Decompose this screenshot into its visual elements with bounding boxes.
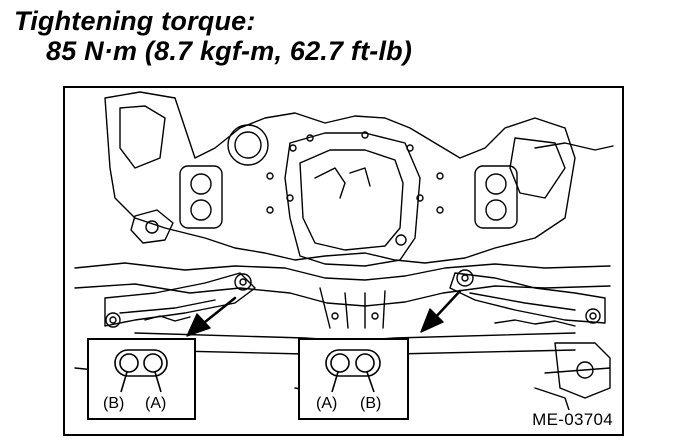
left-bolt-inset: (B) (A): [87, 338, 196, 420]
left-inset-label-b: (B): [103, 395, 125, 412]
torque-heading: Tightening torque: 85 N·m (8.7 kgf-m, 62…: [14, 6, 412, 66]
torque-title: Tightening torque:: [14, 6, 256, 36]
torque-value: 85 N·m (8.7 kgf-m, 62.7 ft-lb): [46, 36, 413, 66]
right-bolt-inset: (A) (B): [298, 338, 409, 420]
engine-underside-drawing: [74, 91, 614, 429]
left-bolt-pair-drawing: [114, 349, 168, 393]
right-inset-label-a: (A): [316, 395, 338, 412]
left-inset-label-a: (A): [145, 395, 167, 412]
right-inset-label-b: (B): [360, 395, 382, 412]
diagram-frame: (B) (A) (A) (B) ME-03704: [63, 86, 624, 436]
right-bolt-pair-drawing: [325, 349, 381, 393]
figure-code: ME-03704: [529, 410, 616, 430]
